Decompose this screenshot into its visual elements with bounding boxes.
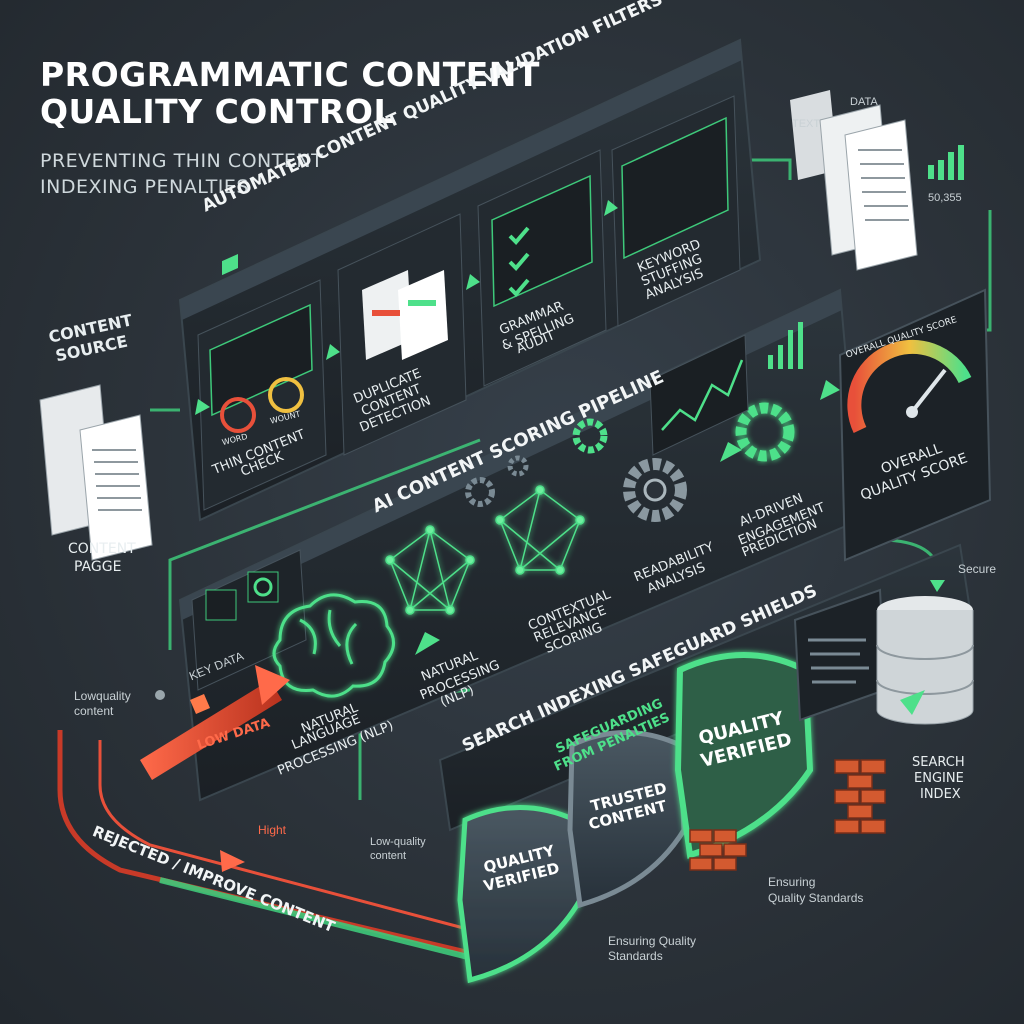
ensure-quality-note: Ensuring Quality [608,934,697,948]
keyword-card [611,95,741,327]
content-source-documents [39,384,153,561]
low-quality-note-b: Low-quality [370,836,426,848]
page-title-line2: QUALITY CONTROL [40,92,395,131]
stat-label: 50,355 [928,192,962,204]
secure-label: Secure [958,562,997,576]
safeguard-shields-band [438,543,972,984]
validation-arrows [195,200,618,415]
bar-chart-icon [928,145,964,180]
search-engine-index-label: SEARCH [912,755,965,770]
brick-walls [689,759,886,871]
low-quality-note: Lowquality [74,689,131,703]
search-engine-index-label-2: ENGINE [914,771,964,786]
content-page-label: CONTENT [68,541,136,557]
validation-filters-band [178,38,762,522]
key-data-panel [191,549,307,691]
thin-content-card [197,254,327,511]
overall-score-panel [838,288,992,562]
page-subtitle-line2: INDEXING PENALTIES [40,176,249,198]
data-documents [790,90,964,271]
page-subtitle: PREVENTING THIN CONTENT [40,150,324,172]
low-quality-note-2: content [74,704,114,718]
content-page-label-2: PAGGE [74,559,122,575]
duplicate-content-card [337,213,467,456]
ensure-standards-note-2: Quality Standards [768,891,864,905]
grammar-card [477,149,607,387]
rejection-flow [57,665,501,963]
data-doc-label: DATA [850,96,878,108]
pipeline-arrows [415,380,840,655]
page-title: PROGRAMMATIC CONTENT [40,55,540,94]
shield-1 [457,805,583,984]
ensure-standards-note: Ensuring [768,875,816,889]
line-chart-icon [649,322,803,456]
hight-label: Hight [258,823,287,837]
ensure-quality-note-2: Standards [608,949,663,963]
search-engine-index-label-3: INDEX [920,787,961,802]
low-quality-note-b-2: content [370,850,407,862]
gear-icons [465,402,795,522]
scoring-pipeline-band [178,288,862,802]
text-doc-label: TEXT [792,118,821,130]
database-icon [876,596,974,725]
neural-network-icon [385,485,585,615]
